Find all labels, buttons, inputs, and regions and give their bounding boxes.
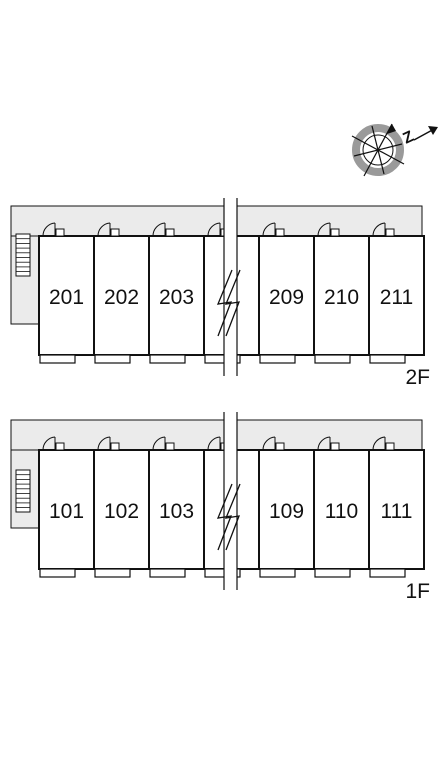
unit-number-label: 209 (269, 286, 304, 309)
door-icon (317, 222, 340, 237)
door-icon (97, 222, 120, 237)
floor-label: 2F (405, 366, 430, 389)
break-gap (224, 198, 237, 376)
door-icon (262, 436, 285, 451)
balcony (39, 354, 76, 364)
unit-number-label: 110 (325, 500, 358, 523)
unit-1f-6: 110 (313, 436, 370, 578)
unit-2f-7: 211 (368, 222, 425, 364)
unit-number-label: 210 (324, 286, 359, 309)
break-gap (224, 412, 237, 590)
balcony (259, 354, 296, 364)
unit-1f-7: 111 (368, 436, 425, 578)
door-icon (152, 222, 175, 237)
unit-number-label: 111 (381, 500, 413, 523)
unit-2f-1: 201 (38, 222, 95, 364)
floor-2f-plan: 201 202 203 209 210 211 2F (10, 198, 430, 389)
compass-icon: Z (351, 123, 438, 177)
balcony (314, 354, 351, 364)
unit-number-label: 109 (269, 500, 304, 523)
floor-label: 1F (405, 580, 430, 603)
balcony (149, 568, 186, 578)
staircase-icon (15, 469, 31, 513)
door-icon (42, 436, 65, 451)
balcony (204, 354, 241, 364)
balcony (259, 568, 296, 578)
corridor (10, 419, 423, 451)
unit-1f-5: 109 (258, 436, 315, 578)
break-symbol (216, 483, 233, 551)
door-icon (152, 436, 175, 451)
door-icon (97, 436, 120, 451)
unit-2f-2: 202 (93, 222, 150, 364)
balcony (94, 568, 131, 578)
balcony (149, 354, 186, 364)
door-icon (42, 222, 65, 237)
unit-number-label: 102 (104, 500, 139, 523)
unit-number-label: 103 (159, 500, 194, 523)
balcony (314, 568, 351, 578)
unit-2f-5: 209 (258, 222, 315, 364)
unit-1f-1: 101 (38, 436, 95, 578)
balcony (369, 354, 406, 364)
corridor (10, 205, 423, 237)
unit-number-label: 101 (49, 500, 84, 523)
door-icon (372, 436, 395, 451)
unit-1f-2: 102 (93, 436, 150, 578)
door-icon (262, 222, 285, 237)
unit-number-label: 211 (380, 286, 413, 309)
unit-2f-6: 210 (313, 222, 370, 364)
balcony (39, 568, 76, 578)
unit-number-label: 202 (104, 286, 139, 309)
staircase-icon (15, 233, 31, 277)
unit-2f-3: 203 (148, 222, 205, 364)
door-icon (372, 222, 395, 237)
door-icon (317, 436, 340, 451)
floor-1f-plan: 101 102 103 109 110 111 1F (10, 412, 430, 603)
unit-number-label: 201 (49, 286, 84, 309)
balcony (369, 568, 406, 578)
balcony (94, 354, 131, 364)
break-symbol (216, 269, 233, 337)
unit-1f-3: 103 (148, 436, 205, 578)
balcony (204, 568, 241, 578)
unit-number-label: 203 (159, 286, 194, 309)
